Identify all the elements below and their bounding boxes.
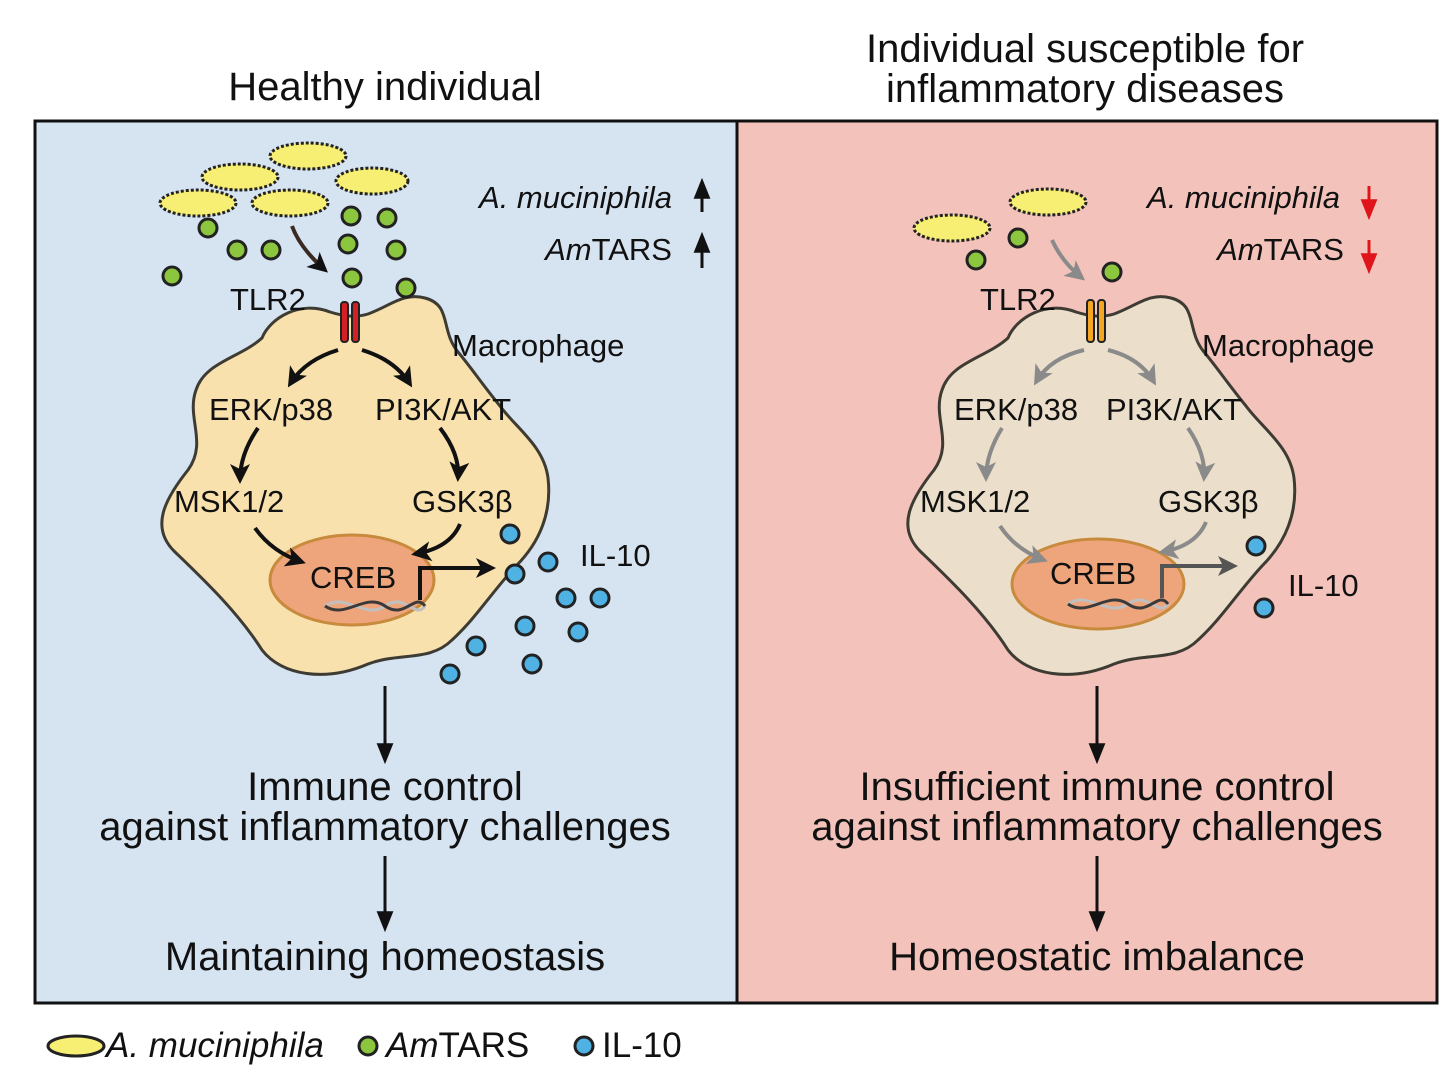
right-panel-title-line2: inflammatory diseases (886, 67, 1284, 111)
receptor-label: TLR2 (980, 282, 1056, 317)
il10-dots-disease (1245, 535, 1275, 619)
arrow-erk-msk (976, 426, 1004, 482)
legend-bacteria-label: A. muciniphila (104, 1026, 324, 1065)
il10-label: IL-10 (580, 538, 651, 573)
amtars-dot (161, 265, 183, 287)
msk-label: MSK1/2 (920, 484, 1030, 519)
il10-dot (567, 621, 589, 643)
il10-dot (589, 587, 611, 609)
outcome-line1: Immune control (247, 765, 523, 809)
legend-amtars-icon (357, 1035, 379, 1057)
bacterium-icon (334, 166, 410, 196)
gsk-label: GSK3β (1158, 484, 1259, 519)
pathway-arrows-healthy (230, 348, 470, 567)
legend-amtars-label: AmTARS (384, 1026, 529, 1065)
il10-dot (537, 551, 559, 573)
bacterium-icon (158, 188, 238, 218)
arrow-tlr2-pi3k (1107, 348, 1157, 386)
cell-label: Macrophage (452, 328, 624, 363)
arrow-gsk-creb (411, 523, 462, 562)
il10-dot (514, 615, 536, 637)
legend-il10-icon (573, 1035, 595, 1057)
arrow-tlr2-erk (287, 348, 339, 388)
transcription-arrow-healthy (418, 558, 496, 600)
legend: A. muciniphila AmTARS IL-10 (46, 1026, 682, 1065)
final-outcome: Maintaining homeostasis (165, 935, 605, 979)
transcription-arrow-disease (1160, 556, 1238, 598)
bacteria-trend-label: A. muciniphila (477, 180, 672, 215)
bacterium-icon (250, 188, 330, 218)
bacterium-icon (200, 162, 280, 192)
bacteria-trend-label: A. muciniphila (1145, 180, 1340, 215)
arrow-msk-creb (253, 526, 306, 567)
amtars-dot (376, 207, 398, 229)
arrow-tlr2-pi3k (361, 348, 413, 388)
gsk-label: GSK3β (412, 484, 513, 519)
il10-dot (439, 663, 461, 685)
il10-dot (504, 563, 526, 585)
tlr2-receptor-disease (1086, 299, 1106, 343)
amtars-dot (965, 249, 987, 271)
left-diagram: TLR2 Macrophage ERK/p38 PI3K/AKT MSK1/2 … (99, 141, 711, 979)
erk-label: ERK/p38 (209, 392, 333, 427)
amtars-dots (161, 205, 417, 299)
outcome-line2: against inflammatory challenges (99, 805, 670, 849)
amtars-dot (337, 233, 359, 255)
il10-dot (1245, 535, 1267, 557)
bacteria-cluster (158, 141, 410, 218)
macrophage-cell-disease (906, 295, 1297, 676)
creb-label: CREB (310, 560, 396, 595)
macrophage-cell-healthy (160, 295, 551, 676)
arrow-msk-creb (998, 524, 1048, 565)
left-panel-title: Healthy individual (228, 65, 542, 109)
amtars-dot (226, 239, 248, 261)
amtars-dot (395, 277, 417, 299)
pi3k-label: PI3K/AKT (375, 392, 511, 427)
amtars-dot (341, 267, 363, 289)
amtars-dots (965, 227, 1123, 283)
erk-label: ERK/p38 (954, 392, 1078, 427)
final-outcome: Homeostatic imbalance (889, 935, 1305, 979)
tlr2-receptor-healthy (340, 301, 360, 343)
legend-il10-label: IL-10 (602, 1026, 682, 1065)
creb-label: CREB (1050, 556, 1136, 591)
amtars-dot (1007, 227, 1029, 249)
amtars-dot (197, 217, 219, 239)
bacterium-icon (268, 141, 348, 171)
il10-dot (521, 653, 543, 675)
arrow-tlr2-erk (1033, 348, 1085, 386)
bacterium-icon (912, 213, 992, 243)
arrow-gsk-creb (1158, 521, 1208, 560)
right-diagram: TLR2 Macrophage ERK/p38 PI3K/AKT MSK1/2 … (811, 180, 1382, 979)
legend-bacterium-icon (46, 1034, 106, 1058)
cell-label: Macrophage (1202, 328, 1374, 363)
il10-dot (499, 523, 521, 545)
bacteria-cluster (912, 187, 1088, 243)
receptor-label: TLR2 (230, 282, 306, 317)
il10-dot (465, 635, 487, 657)
arrow-pi3k-gsk (438, 426, 470, 482)
il10-dot (555, 587, 577, 609)
amtars-dot (385, 239, 407, 261)
pi3k-label: PI3K/AKT (1106, 392, 1242, 427)
il10-dot (1253, 597, 1275, 619)
bacterium-icon (1008, 187, 1088, 217)
outcome-line1: Insufficient immune control (859, 765, 1334, 809)
il10-dots-healthy (439, 523, 611, 685)
outcome-line2: against inflammatory challenges (811, 805, 1382, 849)
pathway-arrows-disease (976, 348, 1216, 565)
amtars-dot (260, 239, 282, 261)
right-panel-title-line1: Individual susceptible for (866, 27, 1304, 71)
amtars-dot (1101, 261, 1123, 283)
binding-arrow (1050, 239, 1086, 281)
arrow-erk-msk (230, 426, 260, 484)
binding-arrow (290, 225, 329, 273)
amtars-trend-label: AmTARS (543, 232, 672, 267)
il10-label: IL-10 (1288, 568, 1359, 603)
amtars-dot (340, 205, 362, 227)
arrow-pi3k-gsk (1186, 426, 1216, 482)
amtars-trend-label: AmTARS (1215, 232, 1344, 267)
msk-label: MSK1/2 (174, 484, 284, 519)
